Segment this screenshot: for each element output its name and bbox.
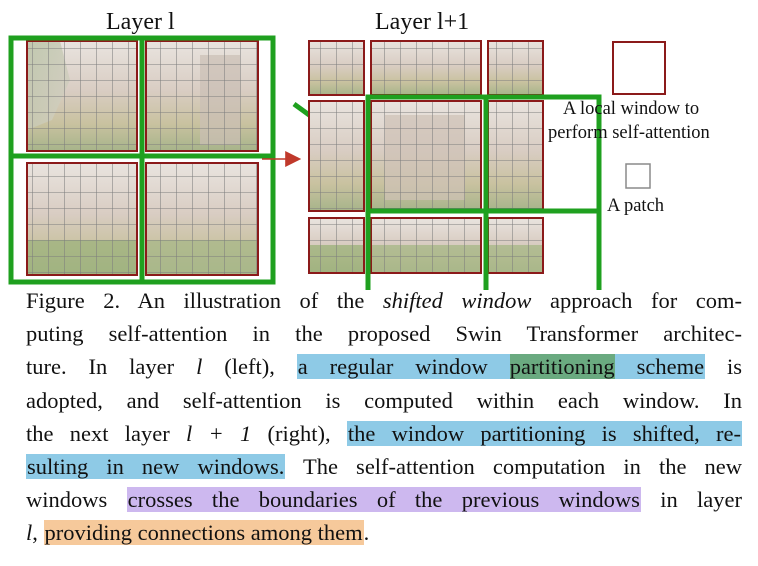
layer-l-window-bottom-right (145, 162, 259, 276)
layer-l1-green-overlay (365, 94, 602, 290)
highlight-crosses-boundaries: crosses the boundaries of the previous w… (126, 487, 641, 513)
figure-caption: Figure 2. An illustration of the shifted… (26, 284, 742, 550)
caption-text: , (32, 520, 44, 546)
layer-l-green-overlay (8, 35, 276, 285)
layer-l-window-top-left (26, 40, 138, 152)
swin-shifted-window-figure (8, 35, 666, 290)
layer-l1-window-r3c2 (370, 217, 482, 274)
highlight-shifted-partitioning: the window partitioning is shifted, re- (346, 420, 742, 446)
layer-l1-window-r2c3 (487, 100, 544, 212)
layer-l-window-top-right (145, 40, 259, 152)
highlight-providing-connections: providing connections among them (43, 520, 364, 546)
caption-text: Figure 2. An illustration of the (26, 288, 383, 313)
caption-line-7: windows crosses the boundaries of the pr… (26, 483, 742, 516)
layer-l1-window-r1c3 (487, 40, 544, 96)
caption-line-8: l, providing connections among them. (26, 516, 742, 549)
legend-window-swatch (612, 41, 666, 95)
caption-math-var: l (26, 520, 33, 546)
layer-l1-label: Layer l+1 (375, 9, 470, 35)
caption-text: (left), (202, 354, 297, 380)
highlight-regular-window: a regular window partitioning scheme (296, 354, 706, 380)
caption-italic-term: shifted window (382, 288, 532, 313)
caption-text: the next layer (26, 420, 186, 446)
caption-text: is (705, 354, 742, 380)
caption-text: The self-attention computation in the ne… (285, 453, 742, 479)
caption-line-1: Figure 2. An illustration of the shifted… (26, 284, 742, 317)
caption-text: in layer (640, 487, 742, 513)
caption-text: approach for com- (531, 288, 742, 313)
caption-line-5: the next layer l + 1 (right), the window… (26, 417, 742, 450)
caption-line-4: adopted, and self-attention is computed … (26, 387, 742, 413)
caption-line-3: ture. In layer l (left), a regular windo… (26, 350, 742, 383)
caption-text: scheme (614, 354, 705, 380)
layer-l-window-bottom-left (26, 162, 138, 276)
layer-l1-window-r3c1 (308, 217, 365, 274)
legend-patch-label: A patch (607, 196, 665, 216)
layer-l-label: Layer l (106, 9, 175, 35)
layer-l1-window-r2c2 (370, 100, 482, 212)
caption-math-var: l + 1 (186, 420, 252, 446)
legend-window-label-line1: A local window to (563, 99, 700, 119)
layer-l1-window-r2c1 (308, 100, 365, 212)
caption-math-var: l (196, 354, 203, 380)
layer-l1-window-r1c1 (308, 40, 365, 96)
layer-l1-window-r3c3 (487, 217, 544, 274)
caption-text: ture. In layer (26, 354, 197, 380)
layer-l1-grid (308, 40, 602, 290)
caption-line-6: sulting in new windows. The self-attenti… (26, 450, 742, 483)
highlight-partitioning: partitioning (509, 354, 615, 380)
caption-text: (right), (251, 420, 347, 446)
caption-text: . (363, 520, 370, 546)
legend-patch-swatch (625, 163, 651, 189)
caption-line-2: puting self-attention in the proposed Sw… (26, 321, 742, 347)
caption-text: windows (26, 487, 127, 513)
layer-l1-window-r1c2 (370, 40, 482, 96)
layer-l-grid (8, 35, 276, 285)
highlight-new-windows: sulting in new windows. (26, 453, 286, 479)
caption-text: a regular window (297, 354, 510, 380)
legend-window-label-line2: perform self-attention (548, 123, 710, 143)
